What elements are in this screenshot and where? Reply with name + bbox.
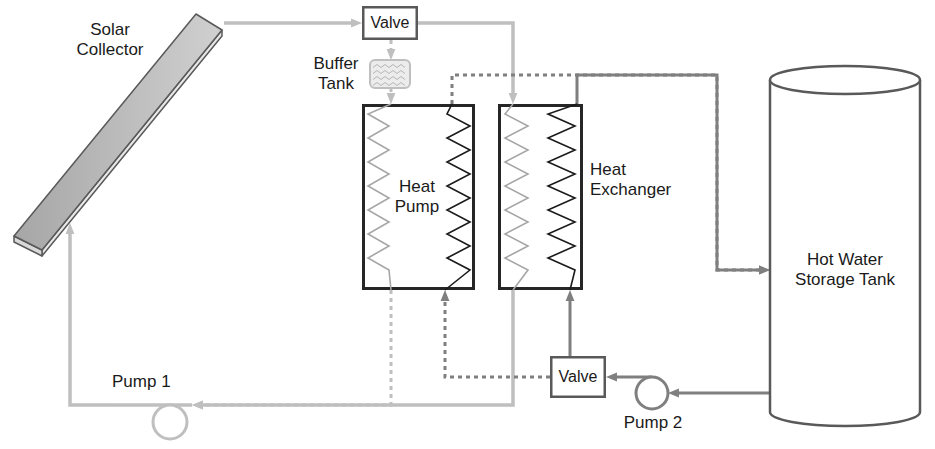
pipe-connector	[70, 230, 112, 405]
buffer-wave	[373, 65, 405, 68]
pipe-connector	[569, 297, 572, 356]
pipe-connector	[224, 21, 355, 25]
heat-exchanger: Heat Exchanger	[498, 104, 682, 290]
pump-outlet	[112, 403, 192, 407]
node-label: Valve	[550, 368, 606, 386]
pump-symbol	[153, 405, 187, 439]
buffer-tank-shape	[370, 60, 410, 88]
node-label: Heat Pump	[392, 177, 442, 216]
valve: Valve	[362, 6, 418, 40]
pipe-connector	[577, 75, 763, 270]
pump: Pump 2	[620, 375, 686, 441]
tank-top	[770, 66, 920, 94]
buffer-wave	[373, 83, 405, 86]
pipe-connector	[613, 376, 620, 379]
tank-body	[770, 80, 920, 426]
pipe-connector	[390, 88, 393, 97]
coil	[505, 104, 528, 290]
pipe-connector	[418, 23, 513, 97]
pipe-connector	[445, 297, 550, 377]
pipe-connector	[675, 392, 770, 395]
valve: Valve	[550, 356, 606, 398]
node-label: Hot Water Storage Tank	[785, 250, 905, 289]
pump: Pump 1	[112, 372, 192, 442]
pipe-connector	[199, 290, 391, 405]
buffer-wave	[373, 77, 405, 80]
solar-collector: Solar Collector	[10, 10, 224, 260]
pump-symbol	[636, 377, 668, 409]
node-label: Pump 2	[620, 413, 686, 433]
node-label: Buffer Tank	[305, 54, 367, 93]
coil	[368, 104, 391, 290]
storage-tank-shape	[768, 64, 922, 428]
node-label: Solar Collector	[70, 20, 150, 59]
buffer-tank: Buffer Tank	[305, 54, 412, 94]
node-label: Heat Exchanger	[590, 160, 682, 199]
node-label: Valve	[362, 14, 418, 32]
storage-tank: Hot Water Storage Tank	[768, 64, 922, 428]
node-label: Pump 1	[112, 372, 192, 392]
coil	[445, 104, 470, 290]
heat-pump: Heat Pump	[362, 104, 475, 290]
coil	[548, 104, 577, 290]
buffer-wave	[373, 71, 405, 74]
panel-face	[14, 14, 222, 250]
pipe-connector	[199, 290, 513, 405]
pipe-connector	[390, 40, 393, 53]
